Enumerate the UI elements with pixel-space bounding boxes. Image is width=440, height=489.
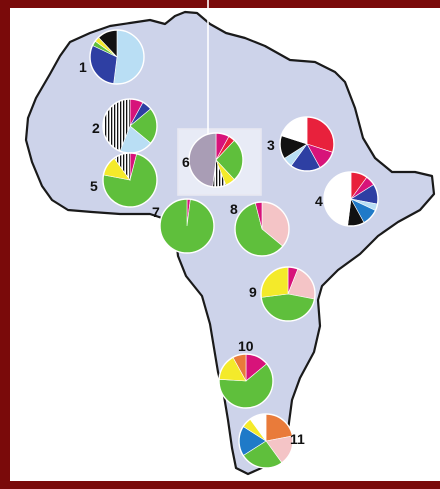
pie-label-7: 7 xyxy=(152,204,160,220)
pie-chart-11 xyxy=(238,413,294,469)
pie-10-rim xyxy=(218,353,274,409)
pie-label-4: 4 xyxy=(315,193,323,209)
pie-chart-9 xyxy=(260,266,316,322)
pie-8-rim xyxy=(234,201,290,257)
pie-label-2: 2 xyxy=(92,120,100,136)
pie-label-3: 3 xyxy=(267,137,275,153)
pie-1-rim xyxy=(89,29,145,85)
pie-label-9: 9 xyxy=(249,284,257,300)
pie-label-8: 8 xyxy=(230,201,238,217)
pie-7-rim xyxy=(159,198,215,254)
pie-label-1: 1 xyxy=(79,59,87,75)
pie-11-rim xyxy=(238,413,294,469)
pie-chart-7 xyxy=(159,198,215,254)
pie-label-5: 5 xyxy=(90,178,98,194)
pie-chart-5 xyxy=(102,152,158,208)
pie-chart-3 xyxy=(279,116,335,172)
pie-4-rim xyxy=(323,171,379,227)
pie-chart-10 xyxy=(218,353,274,409)
pie-chart-6 xyxy=(188,132,244,188)
pie-6-rim xyxy=(188,132,244,188)
pie-label-11: 11 xyxy=(290,431,305,447)
pie-label-10: 10 xyxy=(238,338,254,354)
pie-9-rim xyxy=(260,266,316,322)
pie-3-rim xyxy=(279,116,335,172)
pie-chart-2 xyxy=(102,98,158,154)
pie-layer xyxy=(89,29,379,469)
pie-5-rim xyxy=(102,152,158,208)
pie-label-6: 6 xyxy=(182,154,190,170)
pie-chart-4 xyxy=(323,171,379,227)
pie-chart-8 xyxy=(234,201,290,257)
pie-chart-1 xyxy=(89,29,145,85)
